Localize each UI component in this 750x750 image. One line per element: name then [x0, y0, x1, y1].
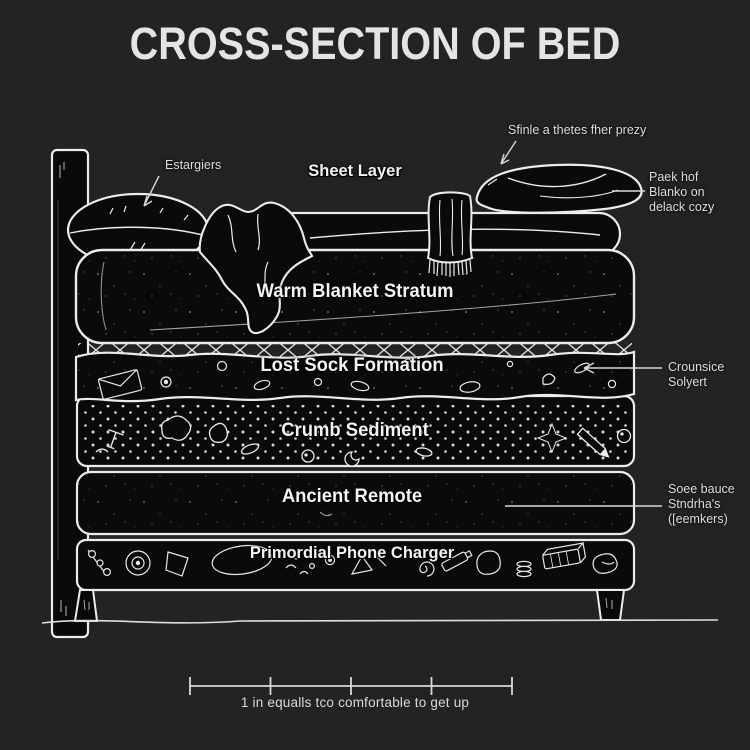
callout-blanket-pack-line3: delack cozy [649, 200, 715, 214]
ground-line [41, 619, 719, 624]
callout-right-pillow: Sfinle a thetes fher prezy [508, 123, 647, 137]
label-primordial-phone-charger: Primordial Phone Charger [249, 543, 455, 562]
scale-bar [189, 677, 513, 695]
callout-sock-item-line1: Crounsice [668, 360, 725, 374]
crumpled-sheet [198, 201, 314, 335]
right-pillow [475, 163, 643, 214]
bed-legs [73, 589, 626, 622]
callout-sock-item-line2: Solyert [668, 375, 707, 389]
hanging-towel [426, 191, 474, 277]
callout-blanket-pack-line1: Paek hof [649, 170, 699, 184]
label-warm-blanket-stratum: Warm Blanket Stratum [256, 281, 454, 302]
callout-remote-item-line1: Soee bauce [668, 482, 735, 496]
scale-caption: 1 in equalls tco comfortable to get up [240, 695, 470, 710]
callout-sock-item: Crounsice Solyert [668, 360, 724, 390]
crumb-texture [83, 405, 632, 467]
callout-remote-item-line3: ([eemkers) [668, 512, 728, 526]
label-lost-sock-formation: Lost Sock Formation [260, 355, 444, 376]
phone-charger-layer [75, 538, 636, 592]
label-ancient-remote: Ancient Remote [281, 486, 423, 507]
callout-left-pillow: Estargiers [165, 158, 222, 172]
label-sheet-layer: Sheet Layer [308, 161, 402, 180]
mattress-blanket-layer [74, 248, 636, 345]
callout-remote-item-line2: Stndrha's [668, 497, 721, 511]
ancient-remote-layer [75, 470, 636, 536]
callout-blanket-pack-line2: Blanko on [649, 185, 705, 199]
lost-sock-layer [74, 350, 636, 403]
label-crumb-sediment: Crumb Sediment [281, 420, 429, 441]
callout-arrows [143, 140, 662, 507]
callout-blanket-pack: Paek hof Blanko on delack cozy [649, 170, 714, 215]
callout-remote-item: Soee bauce Stndrha's ([eemkers) [668, 482, 735, 527]
page-title: CROSS-SECTION OF BED [129, 18, 621, 69]
